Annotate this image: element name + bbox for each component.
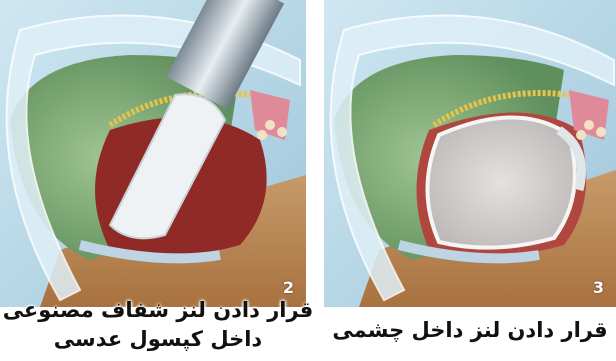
illustration-step-2: 2 xyxy=(0,0,306,307)
caption-line-1: قرار دادن لنز شفاف مصنوعی xyxy=(0,296,316,325)
caption-line-1: قرار دادن لنز داخل چشمی xyxy=(324,316,616,345)
caption-line-2: داخل کپسول عدسی xyxy=(0,325,316,354)
caption-step-3: قرار دادن لنز داخل چشمی xyxy=(324,316,616,345)
caption-step-2: قرار دادن لنز شفاف مصنوعی داخل کپسول عدس… xyxy=(0,296,316,354)
illustration-step-3: 3 xyxy=(324,0,616,307)
eye-cross-section-step-2 xyxy=(0,0,306,307)
intraocular-lens xyxy=(428,118,575,248)
step-number: 3 xyxy=(593,278,604,297)
eye-cross-section-step-3 xyxy=(324,0,616,307)
step-number: 2 xyxy=(283,278,294,297)
